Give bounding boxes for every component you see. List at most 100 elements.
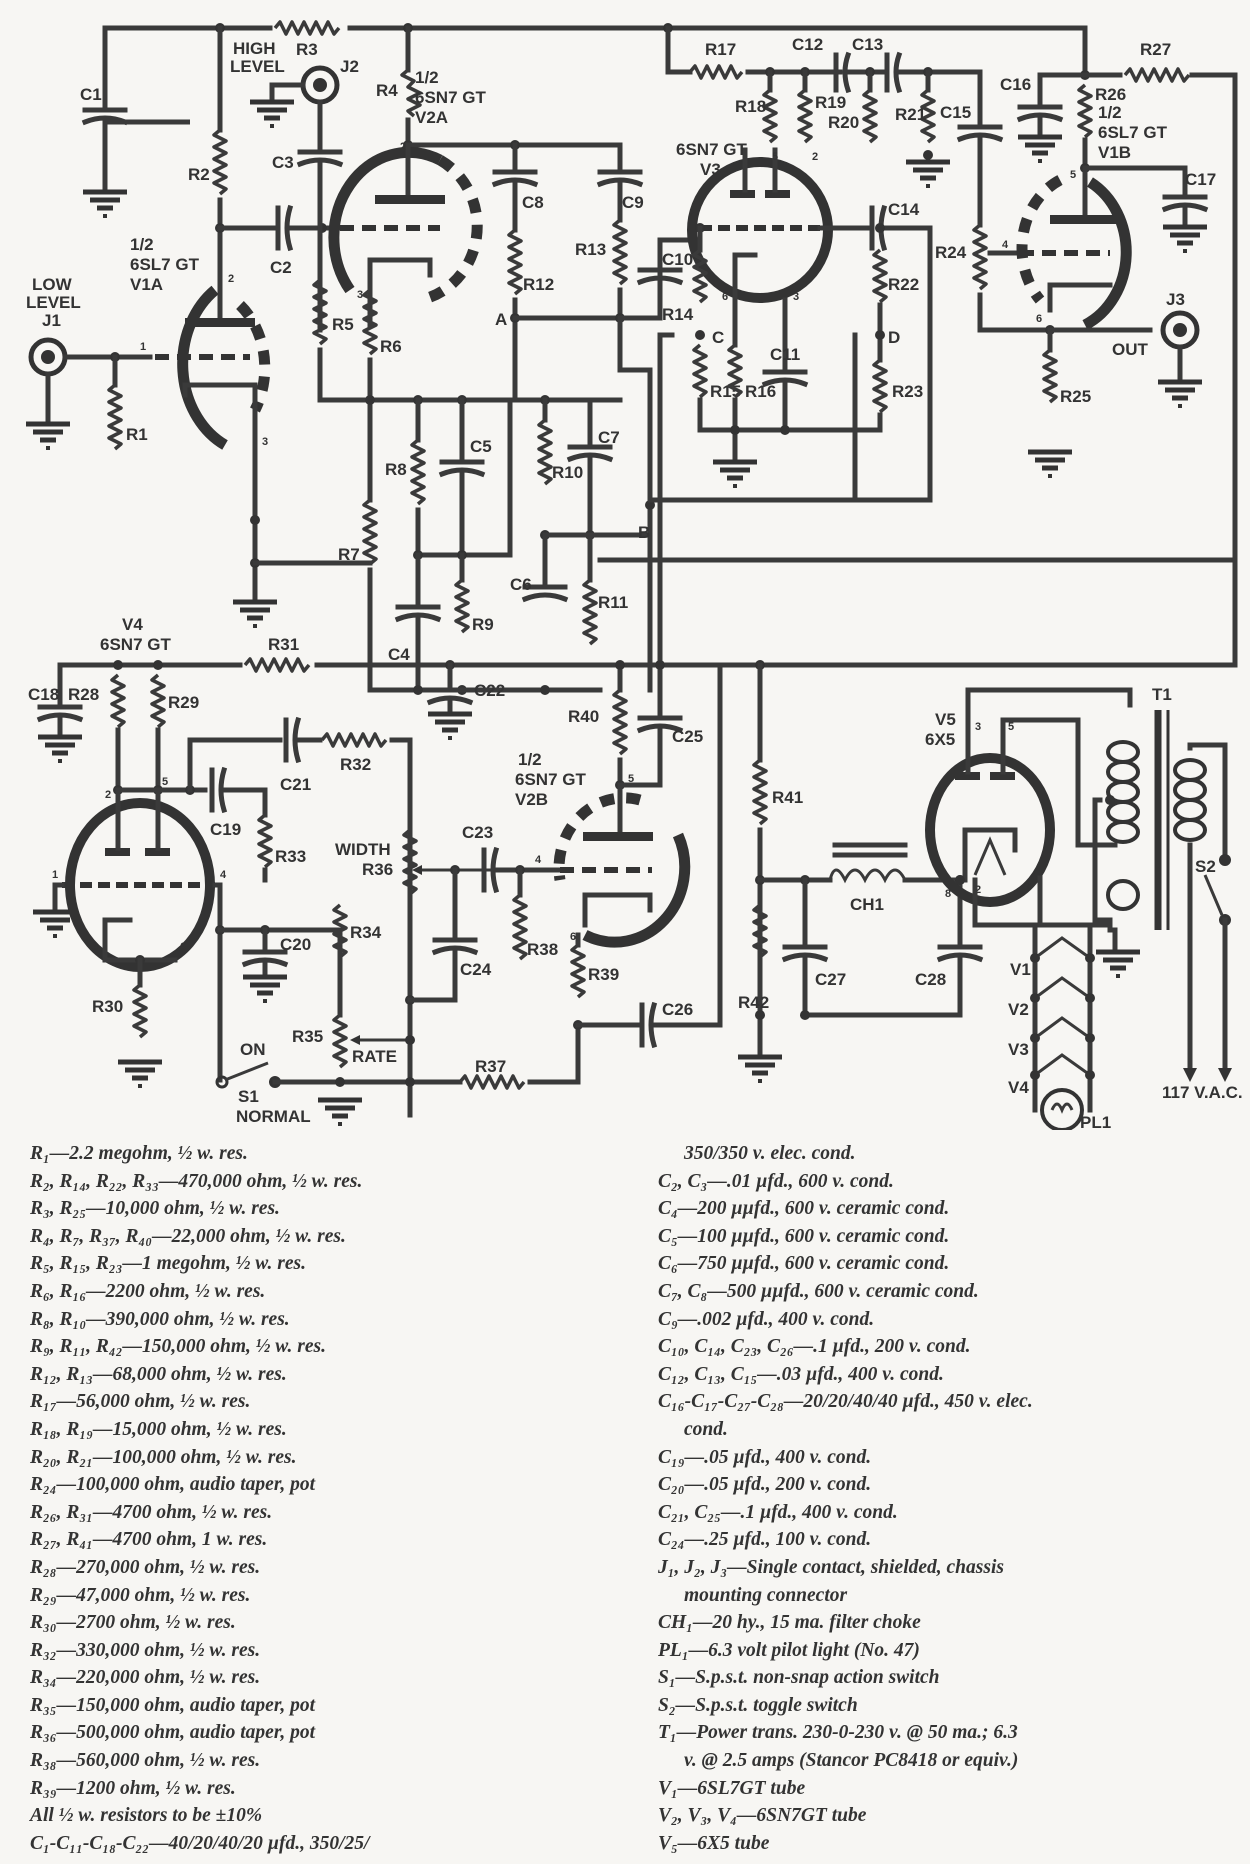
pin-label: 6 xyxy=(570,931,576,943)
label-c27: C27 xyxy=(815,970,846,989)
label-r14: R14 xyxy=(662,305,694,324)
label-c16: C16 xyxy=(1000,75,1031,94)
switch-on-label: ON xyxy=(240,1040,266,1059)
width-label: WIDTH xyxy=(335,840,391,859)
parts-list-item: R₃₉—1200 ohm, ½ w. res. xyxy=(30,1777,236,1799)
parts-list-item: V₁—6SL7GT tube xyxy=(658,1777,806,1799)
label-r10: R10 xyxy=(552,463,583,482)
label-c4: C4 xyxy=(388,645,410,664)
pin-label: 3 xyxy=(357,289,363,301)
label-r18: R18 xyxy=(735,97,766,116)
j2-label-1: HIGH xyxy=(233,39,276,58)
parts-list-item: C₂₄—.25 µfd., 100 v. cond. xyxy=(658,1529,872,1551)
label-r37: R37 xyxy=(475,1057,506,1076)
label-r12: R12 xyxy=(523,275,554,294)
pin-label: 1 xyxy=(140,341,146,353)
label-r17: R17 xyxy=(705,40,736,59)
label-r42: R42 xyxy=(738,993,769,1012)
parts-list-item: C₂₁, C₂₅—.1 µfd., 400 v. cond. xyxy=(658,1501,898,1523)
parts-list-item: R₂, R₁₄, R₂₂, R₃₃—470,000 ohm, ½ w. res. xyxy=(30,1170,363,1192)
label-r38: R38 xyxy=(527,940,558,959)
label-r27: R27 xyxy=(1140,40,1171,59)
pin-label: 5 xyxy=(772,151,778,163)
switch-s1-icon[interactable] xyxy=(215,1075,229,1089)
parts-list-item: 350/350 v. elec. cond. xyxy=(684,1143,856,1164)
tube-v4-label: V4 6SN7 GT xyxy=(100,615,171,654)
parts-list-item: R₃₅—150,000 ohm, audio taper, pot xyxy=(30,1694,316,1716)
label-c11: C11 xyxy=(770,345,800,364)
tube-v2b-icon xyxy=(553,782,691,948)
pin-label: 3 xyxy=(262,436,268,448)
parts-list-item: C₉—.002 µfd., 400 v. cond. xyxy=(658,1308,875,1330)
svg-text:1/2: 1/2 xyxy=(130,235,154,254)
svg-text:LOW: LOW xyxy=(32,275,73,294)
label-r11: R11 xyxy=(598,593,628,612)
label-c14: C14 xyxy=(888,200,920,219)
parts-list-item: R₃, R₂₅—10,000 ohm, ½ w. res. xyxy=(30,1198,280,1220)
parts-list-item: S₁—S.p.s.t. non-snap action switch xyxy=(658,1667,940,1689)
parts-list-item: mounting connector xyxy=(684,1584,848,1606)
pin-label: 2 xyxy=(975,884,981,896)
parts-list-item: R₄, R₇, R₃₇, R₄₀—22,000 ohm, ½ w. res. xyxy=(30,1225,346,1247)
label-c20: C20 xyxy=(280,935,311,954)
pin-label: 3 xyxy=(92,941,98,953)
pin-label: 8 xyxy=(945,888,951,900)
label-r28: R28 xyxy=(68,685,99,704)
parts-list-item: S₂—S.p.s.t. toggle switch xyxy=(658,1694,858,1716)
parts-list-item: R₂₄—100,000 ohm, audio taper, pot xyxy=(30,1474,316,1496)
label-c18: C18 xyxy=(28,685,59,704)
label-r23: R23 xyxy=(892,382,923,401)
svg-text:V5: V5 xyxy=(935,710,956,729)
node-b-label: B xyxy=(638,523,650,542)
label-r3: R3 xyxy=(296,40,318,59)
svg-text:6SN7 GT: 6SN7 GT xyxy=(100,635,171,654)
label-r41: R41 xyxy=(772,788,803,807)
node-d-label: D xyxy=(888,328,900,347)
parts-list-item: R₂₇, R₄₁—4700 ohm, 1 w. res. xyxy=(30,1529,268,1551)
pilot-light-label: PL1 xyxy=(1080,1113,1111,1130)
pin-label: 1 xyxy=(335,209,341,221)
pin-label: 4 xyxy=(535,854,542,866)
parts-list-item: R₂₉—47,000 ohm, ½ w. res. xyxy=(30,1584,251,1606)
pilot-light-icon xyxy=(1040,1088,1084,1130)
svg-text:V2B: V2B xyxy=(515,790,548,809)
parts-list-item: R₅, R₁₅, R₂₃—1 megohm, ½ w. res. xyxy=(30,1253,306,1275)
svg-text:V1B: V1B xyxy=(1098,143,1131,162)
parts-list-right: 350/350 v. elec. cond.C₂, C₃—.01 µfd., 6… xyxy=(658,1140,1238,1857)
tube-v3-label: 6SN7 GT V3 xyxy=(676,140,747,179)
parts-list-item: R₃₈—560,000 ohm, ½ w. res. xyxy=(30,1750,261,1772)
parts-list-left: R₁—2.2 megohm, ½ w. res.R₂, R₁₄, R₂₂, R₃… xyxy=(30,1140,630,1857)
svg-text:1/2: 1/2 xyxy=(415,68,439,87)
heater-v4-label: V4 xyxy=(1008,1078,1029,1097)
parts-list-item: R₃₀—2700 ohm, ½ w. res. xyxy=(30,1612,236,1634)
resistor-r3 xyxy=(273,20,341,36)
label-c1: C1 xyxy=(80,85,102,104)
choke-label: CH1 xyxy=(850,895,884,914)
parts-list-item: R₁₈, R₁₉—15,000 ohm, ½ w. res. xyxy=(30,1418,287,1440)
parts-list-item: C₇, C₈—500 µµfd., 600 v. ceramic cond. xyxy=(658,1280,979,1302)
svg-text:6SN7 GT: 6SN7 GT xyxy=(676,140,747,159)
parts-list-item: PL₁—6.3 volt pilot light (No. 47) xyxy=(658,1639,920,1661)
pin-label: 1 xyxy=(823,209,829,221)
tube-v4-icon xyxy=(62,787,215,972)
parts-list-item: R₁₂, R₁₃—68,000 ohm, ½ w. res. xyxy=(30,1363,287,1385)
label-r21: R21 xyxy=(895,105,926,124)
label-r13: R13 xyxy=(575,240,606,259)
svg-text:V1A: V1A xyxy=(130,275,163,294)
svg-text:6SL7 GT: 6SL7 GT xyxy=(130,255,200,274)
label-c12: C12 xyxy=(792,35,823,54)
svg-text:6SL7 GT: 6SL7 GT xyxy=(1098,123,1168,142)
label-r31: R31 xyxy=(268,635,299,654)
mains-label: 117 V.A.C. xyxy=(1162,1083,1243,1102)
parts-list-item: C₁₂, C₁₃, C₁₅—.03 µfd., 400 v. cond. xyxy=(658,1363,944,1385)
node-a-label: A xyxy=(495,310,507,329)
label-r26: R26 xyxy=(1095,85,1126,104)
label-r20: R20 xyxy=(828,113,859,132)
label-r5: R5 xyxy=(332,315,354,334)
transformer-label: T1 xyxy=(1152,685,1172,704)
label-r32: R32 xyxy=(340,755,371,774)
pin-label: 5 xyxy=(162,776,168,788)
label-c9: C9 xyxy=(622,193,644,212)
label-c17: C17 xyxy=(1185,170,1216,189)
parts-list-item: R₃₄—220,000 ohm, ½ w. res. xyxy=(30,1667,261,1689)
